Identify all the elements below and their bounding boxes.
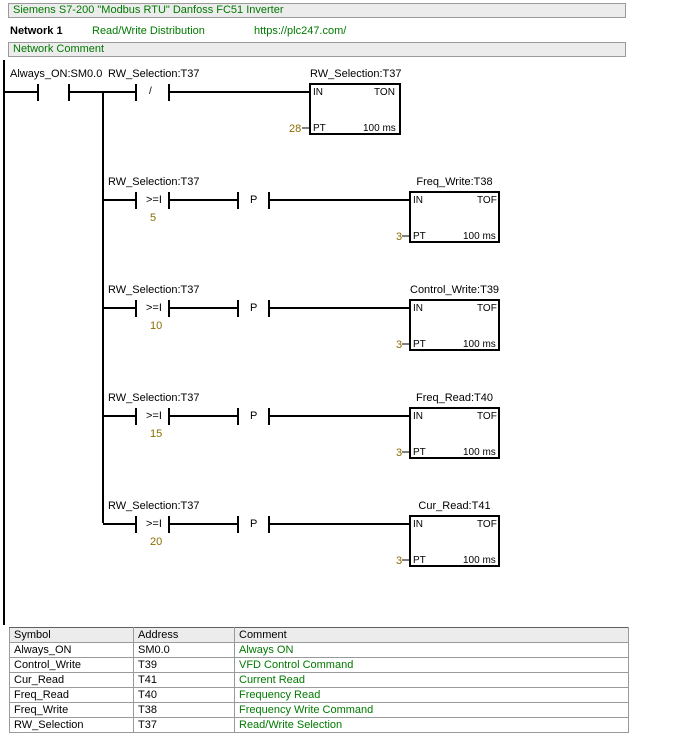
- comment-cell: Frequency Read: [234, 687, 629, 703]
- comment-cell: Always ON: [234, 642, 629, 658]
- symbol-cell: Cur_Read: [9, 672, 134, 688]
- tof-base-label: 100 ms: [463, 231, 496, 242]
- compare-op: >=I: [146, 410, 162, 422]
- positive-edge-label: P: [250, 302, 258, 314]
- tof-timer-box: [409, 299, 500, 351]
- contact-always-on-label[interactable]: Always_ON:SM0.0: [10, 68, 103, 80]
- tof-pt-value[interactable]: 3: [396, 555, 403, 567]
- contact-nc-symbol: /: [149, 86, 152, 97]
- ton-type-label: TON: [374, 87, 395, 98]
- ton-in-label: IN: [313, 87, 323, 98]
- tof-base-label: 100 ms: [463, 555, 496, 566]
- symbol-cell: Control_Write: [9, 657, 134, 673]
- address-cell: T38: [133, 702, 235, 718]
- positive-edge-label: P: [250, 410, 258, 422]
- compare-value[interactable]: 15: [150, 428, 163, 440]
- comment-cell: Current Read: [234, 672, 629, 688]
- compare-value[interactable]: 20: [150, 536, 163, 548]
- tof-in-label: IN: [413, 411, 423, 422]
- symbol-cell: Freq_Read: [9, 687, 134, 703]
- tof-base-label: 100 ms: [463, 339, 496, 350]
- tof-in-label: IN: [413, 519, 423, 530]
- tof-pt-label: PT: [413, 447, 426, 458]
- network-url: https://plc247.com/: [254, 25, 347, 37]
- address-cell: T39: [133, 657, 235, 673]
- tof-type-label: TOF: [477, 195, 497, 206]
- header-comment[interactable]: Comment: [234, 627, 629, 643]
- ton-base-label: 100 ms: [363, 123, 396, 134]
- tof-in-label: IN: [413, 195, 423, 206]
- contact-rw-selection-label[interactable]: RW_Selection:T37: [108, 68, 200, 80]
- compare-label[interactable]: RW_Selection:T37: [108, 392, 200, 404]
- compare-op: >=I: [146, 518, 162, 530]
- tof-type-label: TOF: [477, 411, 497, 422]
- tof-timer-box: [409, 191, 500, 243]
- compare-op: >=I: [146, 302, 162, 314]
- address-cell: SM0.0: [133, 642, 235, 658]
- comment-cell: Frequency Write Command: [234, 702, 629, 718]
- tof-type-label: TOF: [477, 303, 497, 314]
- tof-timer-name[interactable]: Cur_Read:T41: [418, 500, 491, 512]
- address-cell: T37: [133, 717, 235, 733]
- program-title-bar: Siemens S7-200 "Modbus RTU" Danfoss FC51…: [8, 3, 626, 18]
- program-title: Siemens S7-200 "Modbus RTU" Danfoss FC51…: [13, 4, 284, 16]
- compare-op: >=I: [146, 194, 162, 206]
- tof-timer-box: [409, 515, 500, 567]
- compare-label[interactable]: RW_Selection:T37: [108, 176, 200, 188]
- address-cell: T40: [133, 687, 235, 703]
- tof-in-label: IN: [413, 303, 423, 314]
- symbol-table-header: Symbol Address Comment: [9, 627, 629, 643]
- compare-value[interactable]: 5: [150, 212, 157, 224]
- tof-pt-value[interactable]: 3: [396, 339, 403, 351]
- positive-edge-label: P: [250, 194, 258, 206]
- compare-value[interactable]: 10: [150, 320, 163, 332]
- ton-timer-name[interactable]: RW_Selection:T37: [310, 68, 402, 80]
- positive-edge-label: P: [250, 518, 258, 530]
- tof-pt-label: PT: [413, 339, 426, 350]
- tof-timer-box: [409, 407, 500, 459]
- compare-label[interactable]: RW_Selection:T37: [108, 500, 200, 512]
- header-symbol[interactable]: Symbol: [9, 627, 134, 643]
- symbol-cell: RW_Selection: [9, 717, 134, 733]
- network-comment-bar[interactable]: Network Comment: [8, 42, 626, 57]
- tof-pt-value[interactable]: 3: [396, 231, 403, 243]
- tof-pt-label: PT: [413, 555, 426, 566]
- network-name: Read/Write Distribution: [92, 25, 205, 37]
- address-cell: T41: [133, 672, 235, 688]
- symbol-cell: Freq_Write: [9, 702, 134, 718]
- network-comment: Network Comment: [13, 43, 105, 55]
- tof-timer-name[interactable]: Freq_Write:T38: [416, 176, 493, 188]
- tof-type-label: TOF: [477, 519, 497, 530]
- tof-pt-value[interactable]: 3: [396, 447, 403, 459]
- compare-label[interactable]: RW_Selection:T37: [108, 284, 200, 296]
- tof-timer-name[interactable]: Freq_Read:T40: [415, 392, 494, 404]
- tof-pt-label: PT: [413, 231, 426, 242]
- tof-base-label: 100 ms: [463, 447, 496, 458]
- symbol-cell: Always_ON: [9, 642, 134, 658]
- header-address[interactable]: Address: [133, 627, 235, 643]
- ton-timer-box: [309, 83, 401, 135]
- ton-pt-value[interactable]: 28: [289, 123, 302, 135]
- ton-pt-label: PT: [313, 123, 326, 134]
- comment-cell: Read/Write Selection: [234, 717, 629, 733]
- tof-timer-name[interactable]: Control_Write:T39: [410, 284, 500, 296]
- comment-cell: VFD Control Command: [234, 657, 629, 673]
- network-label[interactable]: Network 1: [10, 25, 63, 37]
